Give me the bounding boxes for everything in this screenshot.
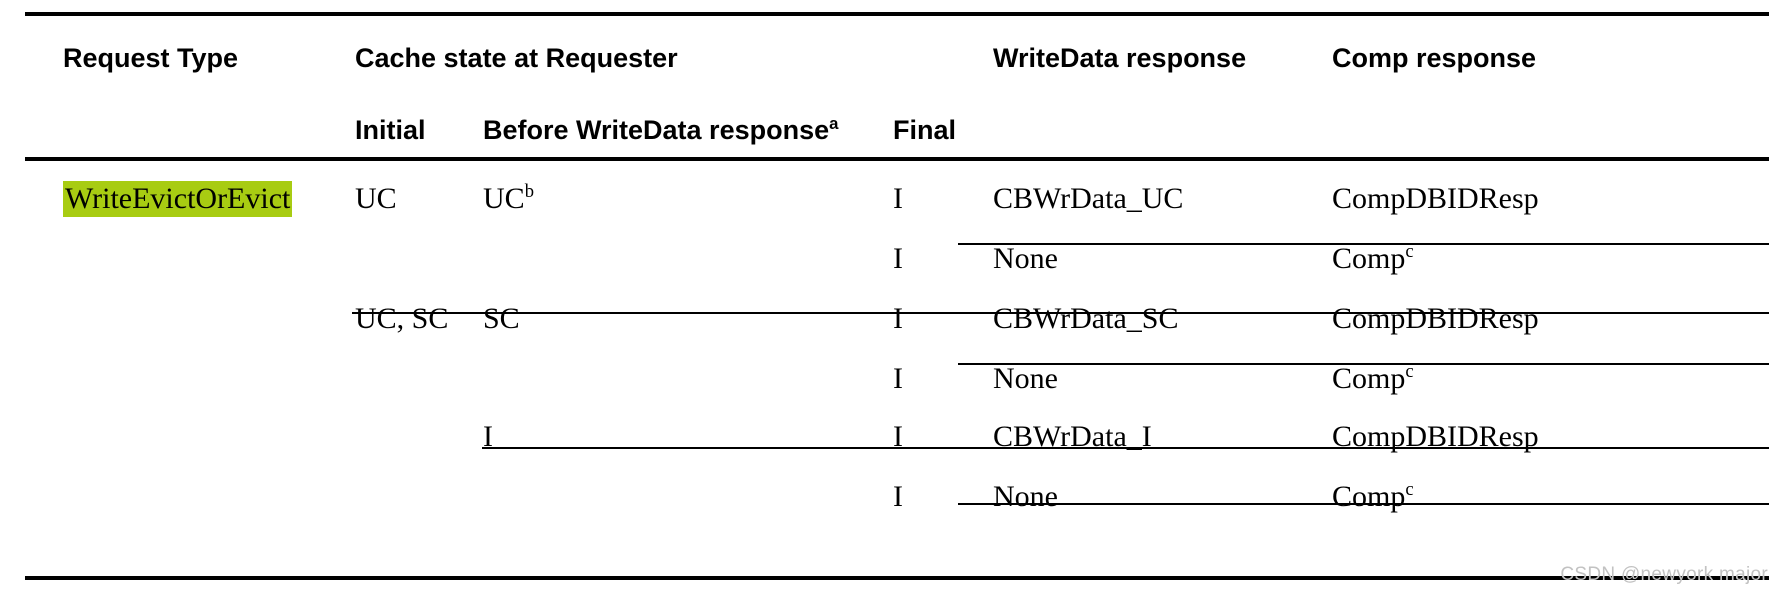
cell-writedata-response-r4-text: None [993, 362, 1058, 395]
cell-writedata-response-r2: None [993, 244, 1058, 274]
cell-final-r1: I [893, 184, 903, 214]
cell-writedata-response-r3: CBWrData_SC [993, 304, 1178, 334]
cell-initial-r1-text: UC [355, 182, 397, 215]
header-before-writedata-response-label: Before WriteData response [483, 115, 830, 145]
cache-state-transition-table: Request Type Cache state at Requester Wr… [25, 12, 1769, 580]
cell-writedata-response-r5-text: CBWrData_I [993, 420, 1152, 453]
cell-writedata-response-r1: CBWrData_UC [993, 184, 1183, 214]
cell-comp-response-r5-text: CompDBIDResp [1332, 420, 1539, 453]
cell-writedata-response-r4: None [993, 364, 1058, 394]
cell-final-r3: I [893, 304, 903, 334]
cell-initial-r3-text: UC, SC [355, 302, 449, 335]
cell-writedata-response-r2-text: None [993, 242, 1058, 275]
row2-row3-separator [352, 312, 1769, 314]
cell-final-r2: I [893, 244, 903, 274]
cell-writedata-response-r1-text: CBWrData_UC [993, 182, 1184, 215]
cell-comp-response-r1-text: CompDBIDResp [1332, 182, 1539, 215]
cell-final-r4-text: I [893, 362, 903, 395]
cell-before-writedata-r3: SC [483, 304, 520, 334]
top-border [25, 12, 1769, 16]
cell-writedata-response-r6: None [993, 482, 1058, 512]
cell-before-writedata-r5-text: I [483, 420, 493, 453]
watermark: CSDN @newyork major [1560, 564, 1768, 585]
row5-row6-separator [958, 503, 1769, 505]
header-final: Final [893, 115, 957, 145]
footnote-marker-c: c [1405, 479, 1414, 500]
header-request-type: Request Type [63, 43, 239, 73]
cell-final-r2-text: I [893, 242, 903, 275]
row3-row4-separator [958, 363, 1769, 365]
cell-comp-response-r3-text: CompDBIDResp [1332, 302, 1539, 335]
cell-before-writedata-r5: I [483, 422, 493, 452]
cell-comp-response-r2-text: Comp [1332, 242, 1406, 275]
cell-writedata-response-r6-text: None [993, 480, 1058, 513]
cell-comp-response-r1: CompDBIDResp [1332, 184, 1539, 214]
cell-initial-r3: UC, SC [355, 304, 448, 334]
header-initial: Initial [355, 115, 426, 145]
cell-final-r6: I [893, 482, 903, 512]
cell-comp-response-r3: CompDBIDResp [1332, 304, 1539, 334]
row1-row2-separator [958, 243, 1769, 245]
footnote-marker-a: a [829, 114, 839, 133]
cell-request-type-r1-text: WriteEvictOrEvict [63, 181, 293, 217]
cell-initial-r1: UC [355, 184, 397, 214]
cell-before-writedata-r3-text: SC [483, 302, 520, 335]
cell-comp-response-r2: Compc [1332, 241, 1414, 275]
cell-final-r5: I [893, 422, 903, 452]
cell-request-type-r1-highlighted: WriteEvictOrEvict [63, 181, 293, 217]
cell-comp-response-r6-text: Comp [1332, 480, 1406, 513]
cell-final-r6-text: I [893, 480, 903, 513]
footnote-marker-c: c [1405, 241, 1414, 262]
footnote-marker-b: b [524, 181, 534, 202]
cell-before-writedata-r1: UCb [483, 181, 534, 215]
cell-comp-response-r4-text: Comp [1332, 362, 1406, 395]
cell-final-r3-text: I [893, 302, 903, 335]
cell-before-writedata-r1-text: UC [483, 182, 525, 215]
cell-writedata-response-r3-text: CBWrData_SC [993, 302, 1179, 335]
cell-comp-response-r6: Compc [1332, 479, 1414, 513]
cell-final-r4: I [893, 364, 903, 394]
header-comp-response: Comp response [1332, 43, 1537, 73]
cell-comp-response-r5: CompDBIDResp [1332, 422, 1539, 452]
header-cache-state-at-requester: Cache state at Requester [355, 43, 678, 73]
cell-comp-response-r4: Compc [1332, 361, 1414, 395]
header-separator [25, 157, 1769, 161]
header-writedata-response: WriteData response [993, 43, 1247, 73]
bottom-border [25, 576, 1769, 580]
footnote-marker-c: c [1405, 361, 1414, 382]
cell-final-r5-text: I [893, 420, 903, 453]
cell-writedata-response-r5: CBWrData_I [993, 422, 1152, 452]
cell-final-r1-text: I [893, 182, 903, 215]
header-before-writedata-response: Before WriteData responsea [483, 114, 839, 145]
row4-row5-separator [482, 447, 1769, 449]
